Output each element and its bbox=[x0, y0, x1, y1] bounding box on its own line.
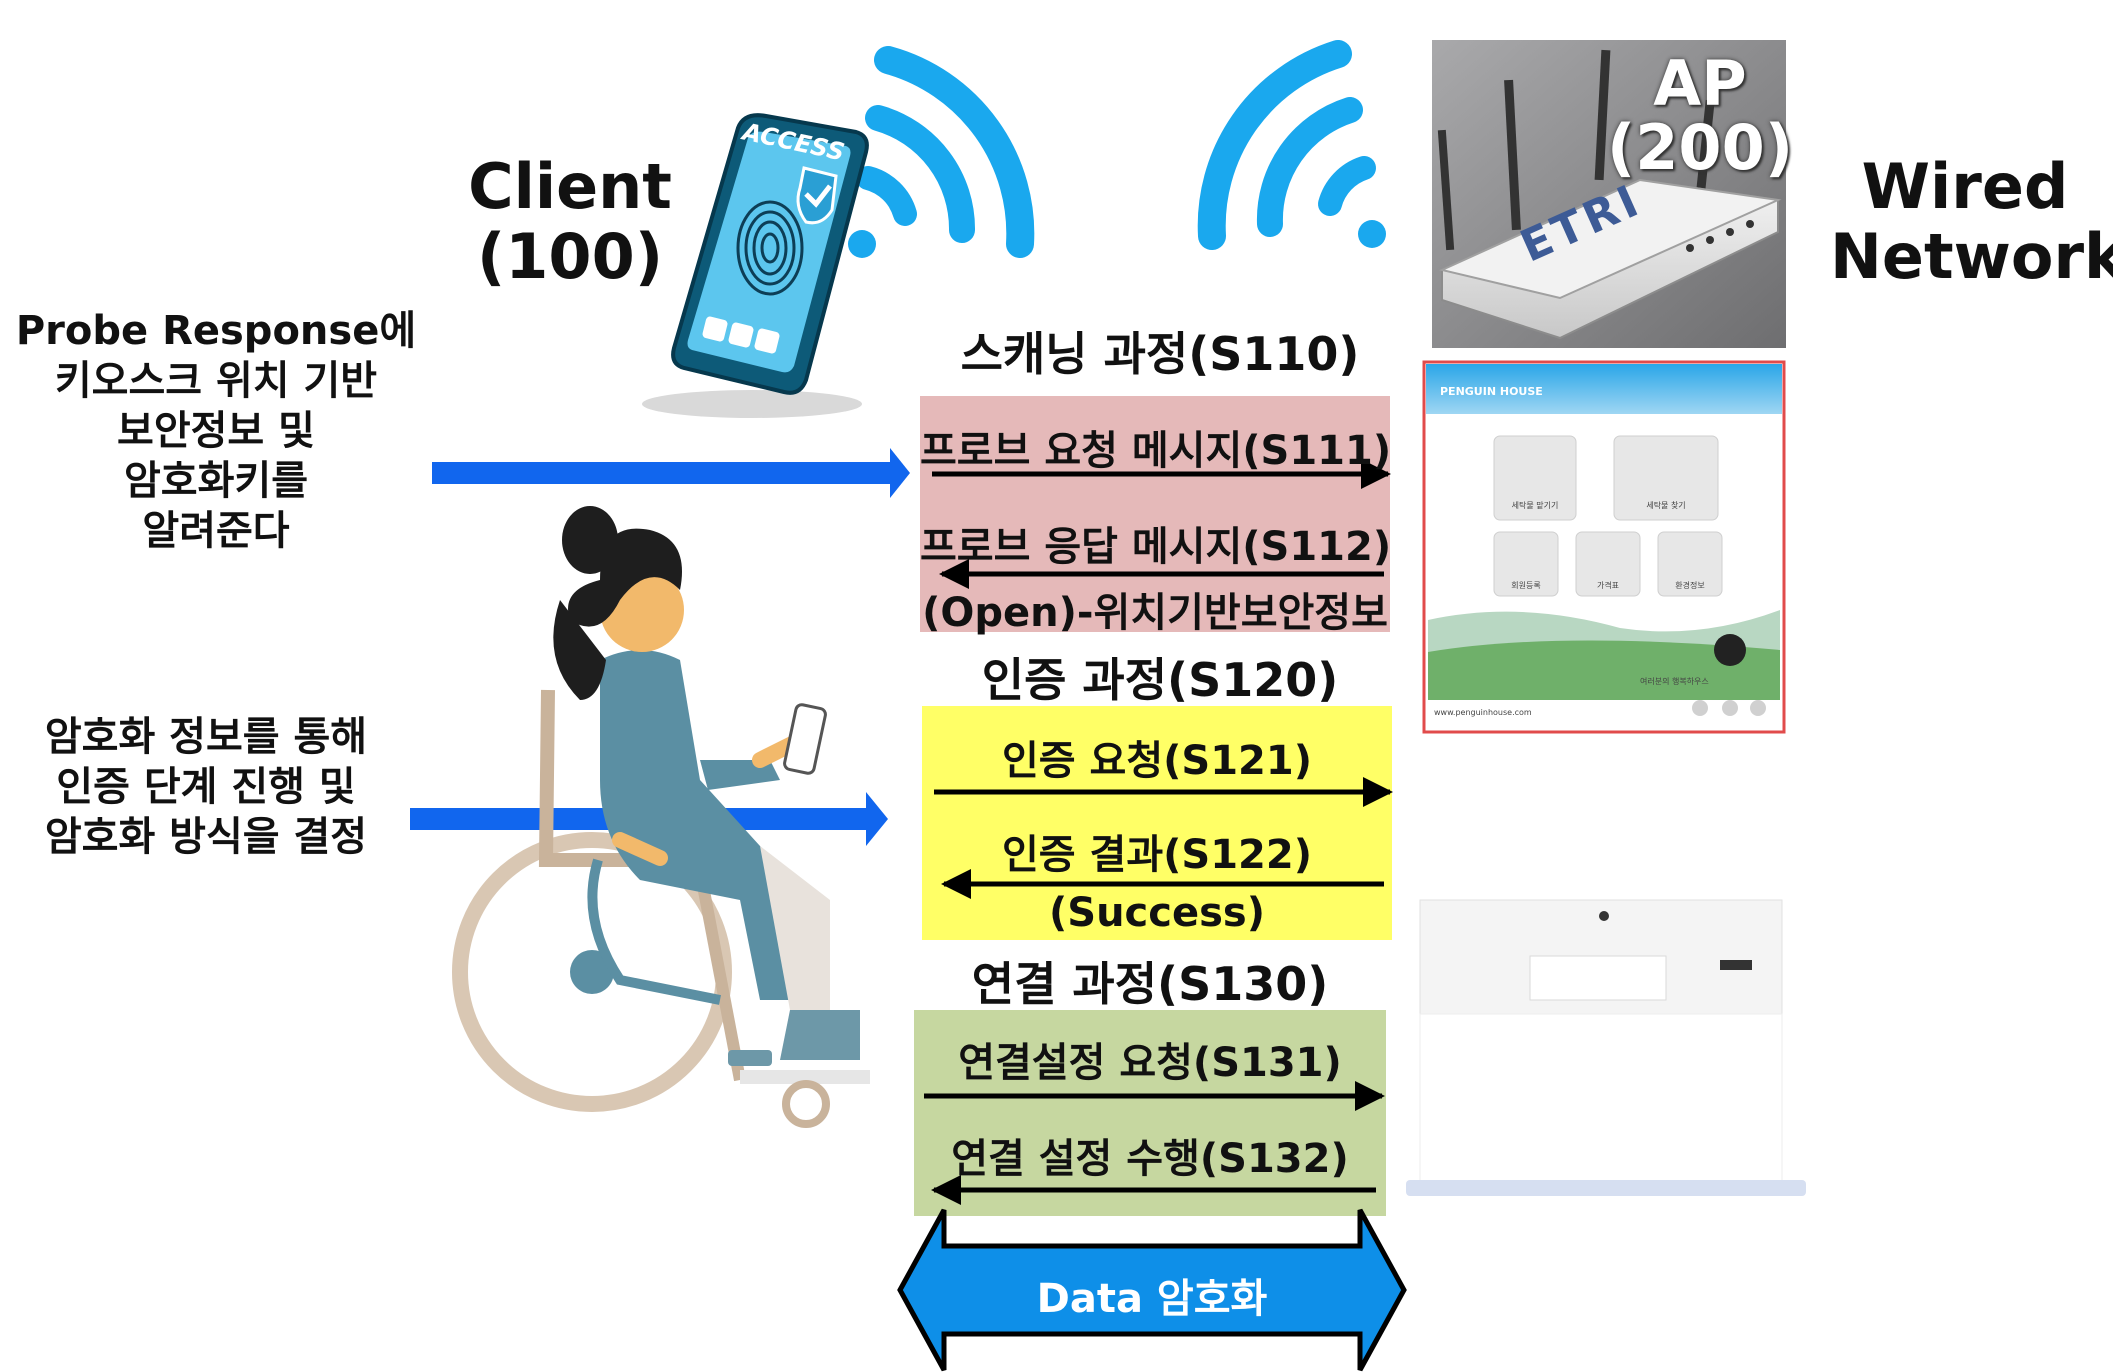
probe-response-label: 프로브 응답 메시지(S112) bbox=[920, 514, 1390, 572]
left-note-2-line3: 암호화 방식을 결정 bbox=[10, 812, 402, 862]
wired-network-label: Wired Network bbox=[1830, 152, 2100, 292]
auth-result-label: 인증 결과(S122) bbox=[922, 822, 1392, 880]
probe-response-sublabel: (Open)-위치기반보안정보 bbox=[920, 580, 1390, 638]
kiosk-tile-5: 환경정보 bbox=[1658, 580, 1722, 591]
client-label-line2: (100) bbox=[460, 222, 680, 292]
scan-phase-title: 스캐닝 과정(S110) bbox=[900, 318, 1420, 384]
conn-phase-title: 연결 과정(S130) bbox=[890, 948, 1410, 1014]
wifi-icon-ap bbox=[1212, 54, 1386, 248]
left-note-1-line1: Probe Response에 bbox=[10, 306, 422, 356]
kiosk-tile-2: 세탁물 찾기 bbox=[1614, 500, 1718, 511]
kiosk-device-image bbox=[1406, 900, 1806, 1196]
wired-network-line2: Network bbox=[1830, 222, 2100, 292]
kiosk-tile-4: 가격표 bbox=[1576, 580, 1640, 591]
left-note-2-line2: 인증 단계 진행 및 bbox=[10, 762, 402, 812]
ap-label: AP (200) bbox=[1600, 52, 1800, 180]
left-note-2-line1: 암호화 정보를 통해 bbox=[10, 712, 402, 762]
auth-result-sublabel: (Success) bbox=[922, 890, 1392, 936]
ap-label-line2: (200) bbox=[1600, 116, 1800, 180]
conn-request-label: 연결설정 요청(S131) bbox=[914, 1030, 1386, 1088]
kiosk-tile-3: 회원등록 bbox=[1494, 580, 1558, 591]
left-note-2: 암호화 정보를 통해 인증 단계 진행 및 암호화 방식을 결정 bbox=[10, 712, 402, 862]
conn-perform-label: 연결 설정 수행(S132) bbox=[914, 1126, 1386, 1184]
probe-request-label: 프로브 요청 메시지(S111) bbox=[920, 418, 1390, 476]
auth-phase-title: 인증 과정(S120) bbox=[900, 644, 1420, 710]
data-encryption-label: Data 암호화 bbox=[944, 1266, 1360, 1324]
client-label: Client (100) bbox=[460, 152, 680, 292]
client-label-line1: Client bbox=[460, 152, 680, 222]
left-note-1-line5: 알려준다 bbox=[10, 506, 422, 556]
left-note-1-line3: 보안정보 및 bbox=[10, 406, 422, 456]
wired-network-line1: Wired bbox=[1830, 152, 2100, 222]
auth-request-label: 인증 요청(S121) bbox=[922, 728, 1392, 786]
kiosk-footer-slogan: 여러분의 행복하우스 bbox=[1640, 676, 1709, 687]
kiosk-brand: PENGUIN HOUSE bbox=[1440, 385, 1543, 398]
kiosk-tile-1: 세탁물 맡기기 bbox=[1494, 500, 1576, 511]
kiosk-footer-url: www.penguinhouse.com bbox=[1434, 708, 1532, 717]
left-note-1-line4: 암호화키를 bbox=[10, 456, 422, 506]
left-note-1: Probe Response에 키오스크 위치 기반 보안정보 및 암호화키를 … bbox=[10, 306, 422, 556]
left-note-1-line2: 키오스크 위치 기반 bbox=[10, 356, 422, 406]
note1-blue-arrow bbox=[432, 448, 910, 498]
ap-label-line1: AP bbox=[1600, 52, 1800, 116]
wifi-icon-client bbox=[848, 60, 1020, 258]
kiosk-screen-image bbox=[1424, 362, 1784, 732]
